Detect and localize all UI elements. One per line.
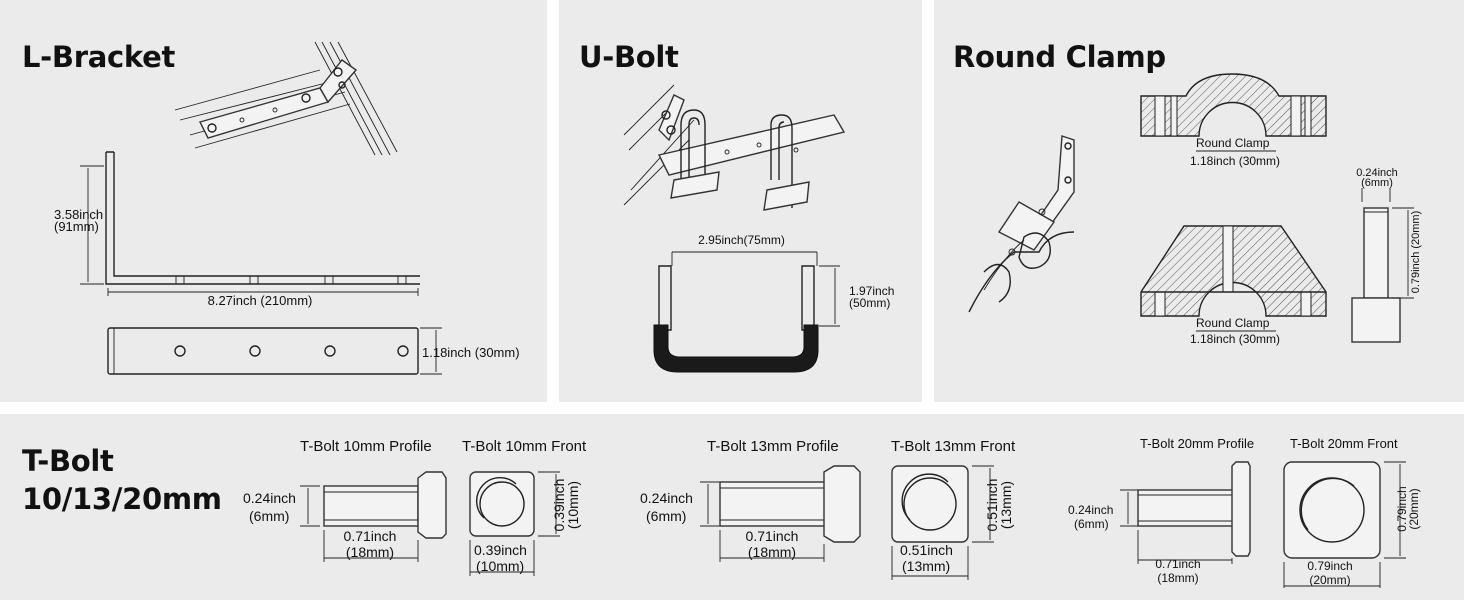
clamp-top-dim-line (1196, 150, 1276, 152)
lbracket-panel: L-Bracket 3.58inch (91mm) 8.27inch (210m… (0, 0, 547, 402)
lbracket-title: L-Bracket (22, 40, 176, 74)
t10-profile-caption: T-Bolt 10mm Profile (300, 438, 432, 455)
lbracket-height-label: 3.58inch (54, 207, 104, 222)
ubolt-width-label: 2.95inch(75mm) (698, 233, 785, 247)
t13-profile-len: 0.71inch (745, 528, 799, 544)
t20-front-width: 0.79inch (1307, 559, 1353, 573)
t13-profile-drawing (700, 465, 861, 562)
tbolt-title-line1: T-Bolt (22, 444, 114, 478)
clamp-top-section (1140, 73, 1327, 137)
clamp-bolt-length-label: 0.79inch (20mm) (1410, 210, 1422, 294)
clamp-bottom-section (1140, 225, 1327, 317)
ubolt-height-mm-label: (50mm) (849, 296, 891, 310)
t20-profile-len-mm: (18mm) (1157, 571, 1199, 585)
clamp-bottom-dim-line (1196, 330, 1276, 332)
clamp-assembly-drawing (968, 135, 1075, 313)
ubolt-title: U-Bolt (579, 40, 679, 74)
clamp-panel: Round Clamp Round Clamp 1.18inch (30mm) … (934, 0, 1464, 402)
lbracket-top-view (107, 327, 442, 375)
t10-profile-len: 0.71inch (343, 528, 397, 544)
clamp-top-label: Round Clamp (1196, 136, 1270, 150)
t20-profile-dia-mm: (6mm) (1074, 517, 1109, 531)
clamp-bolt-width-label: 0.24inch (1356, 167, 1398, 179)
t10-profile-dia-mm: (6mm) (249, 508, 290, 524)
lbracket-length-label: 8.27inch (210mm) (207, 293, 313, 308)
clamp-bolt-width-mm-label: (6mm) (1361, 177, 1393, 189)
t10-profile-dia: 0.24inch (243, 490, 296, 506)
lbracket-width-label: 1.18inch (30mm) (422, 345, 520, 360)
t20-front-side: 0.79inch (20mm) (1395, 486, 1421, 532)
t10-front-drawing (469, 471, 560, 576)
clamp-top-dim: 1.18inch (30mm) (1190, 154, 1281, 168)
tbolt-panel: T-Bolt 10/13/20mm T-Bolt 10mm Profile 0.… (0, 414, 1464, 600)
t10-front-side: 0.39inch (10mm) (551, 478, 581, 532)
t20-profile-len: 0.71inch (1155, 557, 1201, 571)
lbracket-height-mm-label: (91mm) (54, 219, 99, 234)
t10-front-width-mm: (10mm) (476, 558, 525, 574)
t20-profile-dia: 0.24inch (1068, 503, 1114, 517)
clamp-bolt-drawing (1351, 188, 1414, 343)
clamp-title: Round Clamp (953, 40, 1166, 74)
t20-profile-drawing (1120, 461, 1251, 564)
t13-profile-dia-mm: (6mm) (646, 508, 687, 524)
clamp-bottom-label: Round Clamp (1196, 316, 1270, 330)
ubolt-height-label: 1.97inch (849, 284, 895, 298)
lbracket-assembly-drawing (174, 41, 398, 156)
lbracket-side-view (80, 151, 420, 296)
t20-front-width-mm: (20mm) (1309, 573, 1351, 587)
t13-front-drawing (891, 465, 994, 580)
t13-front-width-mm: (13mm) (902, 558, 951, 574)
tbolt-title-line2: 10/13/20mm (22, 482, 222, 516)
t10-profile-drawing (300, 471, 447, 562)
t10-profile-len-mm: (18mm) (345, 544, 395, 560)
t13-profile-caption: T-Bolt 13mm Profile (707, 438, 839, 455)
clamp-bottom-dim: 1.18inch (30mm) (1190, 332, 1281, 346)
t20-front-caption: T-Bolt 20mm Front (1290, 436, 1398, 451)
t20-profile-caption: T-Bolt 20mm Profile (1140, 436, 1255, 451)
t13-front-side: 0.51inch (13mm) (984, 478, 1014, 532)
t13-front-width: 0.51inch (900, 542, 953, 558)
ubolt-panel: U-Bolt 2.95inch(75mm) 1.97inch (50mm) (559, 0, 922, 402)
ubolt-dimension-drawing (653, 251, 840, 373)
t13-profile-len-mm: (18mm) (747, 544, 797, 560)
t13-profile-dia: 0.24inch (640, 490, 693, 506)
t20-front-drawing (1283, 461, 1406, 588)
t10-front-caption: T-Bolt 10mm Front (462, 438, 587, 455)
t13-front-caption: T-Bolt 13mm Front (891, 438, 1016, 455)
t10-front-width: 0.39inch (474, 542, 527, 558)
ubolt-assembly-drawing (623, 84, 846, 211)
